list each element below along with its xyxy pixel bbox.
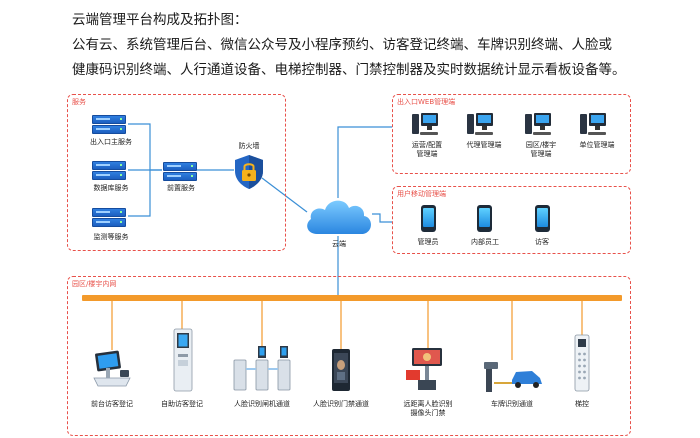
firewall-icon (235, 155, 263, 189)
web-item-ops-line1: 运营/配置 (411, 141, 443, 149)
phone-icon (535, 205, 550, 232)
computer-icon (412, 113, 438, 137)
lan-title: 园区/楼宇内网 (72, 280, 117, 288)
lan-box: 园区/楼宇内网 (67, 276, 631, 436)
heading-line-3: 健康码识别终端、人行通道设备、电梯控制器、门禁控制器及实时数据统计显示看板设备等… (72, 62, 626, 78)
frontend-service-label: 前置服务 (167, 184, 195, 192)
long-range-face-camera-icon (406, 348, 442, 390)
server-icon (92, 115, 126, 134)
computer-icon (467, 113, 493, 137)
computer-icon (580, 113, 606, 137)
phone-icon (477, 205, 492, 232)
services-box: 服务 (67, 94, 286, 251)
service-label-main: 出入口主服务 (90, 138, 132, 146)
mobile-item-staff: 内部员工 (471, 238, 499, 246)
front-desk-terminal-icon (93, 350, 131, 387)
cloud-label: 云端 (332, 240, 346, 248)
self-service-kiosk-icon (173, 328, 193, 392)
computer-icon (525, 113, 551, 137)
device-label-long-range-line2: 摄像头门禁 (410, 409, 446, 417)
device-label-face-door: 人脸识别门禁通道 (313, 400, 369, 408)
web-item-park-line1: 园区/楼宇 (525, 141, 557, 149)
license-plate-camera-icon (484, 362, 542, 392)
server-icon (92, 208, 126, 227)
device-label-elevator: 梯控 (575, 400, 589, 408)
web-item-agent: 代理管理端 (466, 141, 502, 149)
phone-icon (421, 205, 436, 232)
firewall-label: 防火墙 (238, 142, 260, 150)
server-icon (163, 162, 197, 181)
turnstile-gate-icon (233, 346, 291, 391)
mobile-management-box: 用户移动管理端 (392, 186, 631, 254)
elevator-control-icon (574, 334, 590, 392)
mobile-item-admin: 管理员 (417, 238, 439, 246)
heading-line-1: 云端管理平台构成及拓扑图： (72, 12, 248, 28)
services-title: 服务 (72, 98, 86, 106)
face-door-terminal-icon (332, 349, 350, 391)
mobile-management-title: 用户移动管理端 (397, 190, 446, 198)
device-label-front-desk: 前台访客登记 (91, 400, 133, 408)
device-label-self-service: 自助访客登记 (161, 400, 203, 408)
network-bus (82, 295, 622, 301)
mobile-item-visitor: 访客 (535, 238, 549, 246)
cloud-icon (307, 200, 371, 234)
web-item-park-line2: 管理端 (530, 150, 552, 158)
heading-line-2: 公有云、系统管理后台、微信公众号及小程序预约、访客登记终端、车牌识别终端、人脸或 (72, 37, 612, 53)
device-label-face-gate: 人脸识别闸机通道 (234, 400, 290, 408)
web-management-title: 出入口WEB管理端 (397, 98, 456, 106)
server-icon (92, 161, 126, 180)
device-label-plate: 车牌识别通道 (491, 400, 533, 408)
service-label-monitor: 监测等服务 (93, 233, 129, 241)
web-item-unit: 单位管理端 (579, 141, 615, 149)
web-management-box: 出入口WEB管理端 (392, 94, 631, 174)
device-label-long-range-line1: 远距离人脸识别 (403, 400, 453, 408)
service-label-database: 数据库服务 (93, 184, 129, 192)
web-item-ops-line2: 管理端 (416, 150, 438, 158)
